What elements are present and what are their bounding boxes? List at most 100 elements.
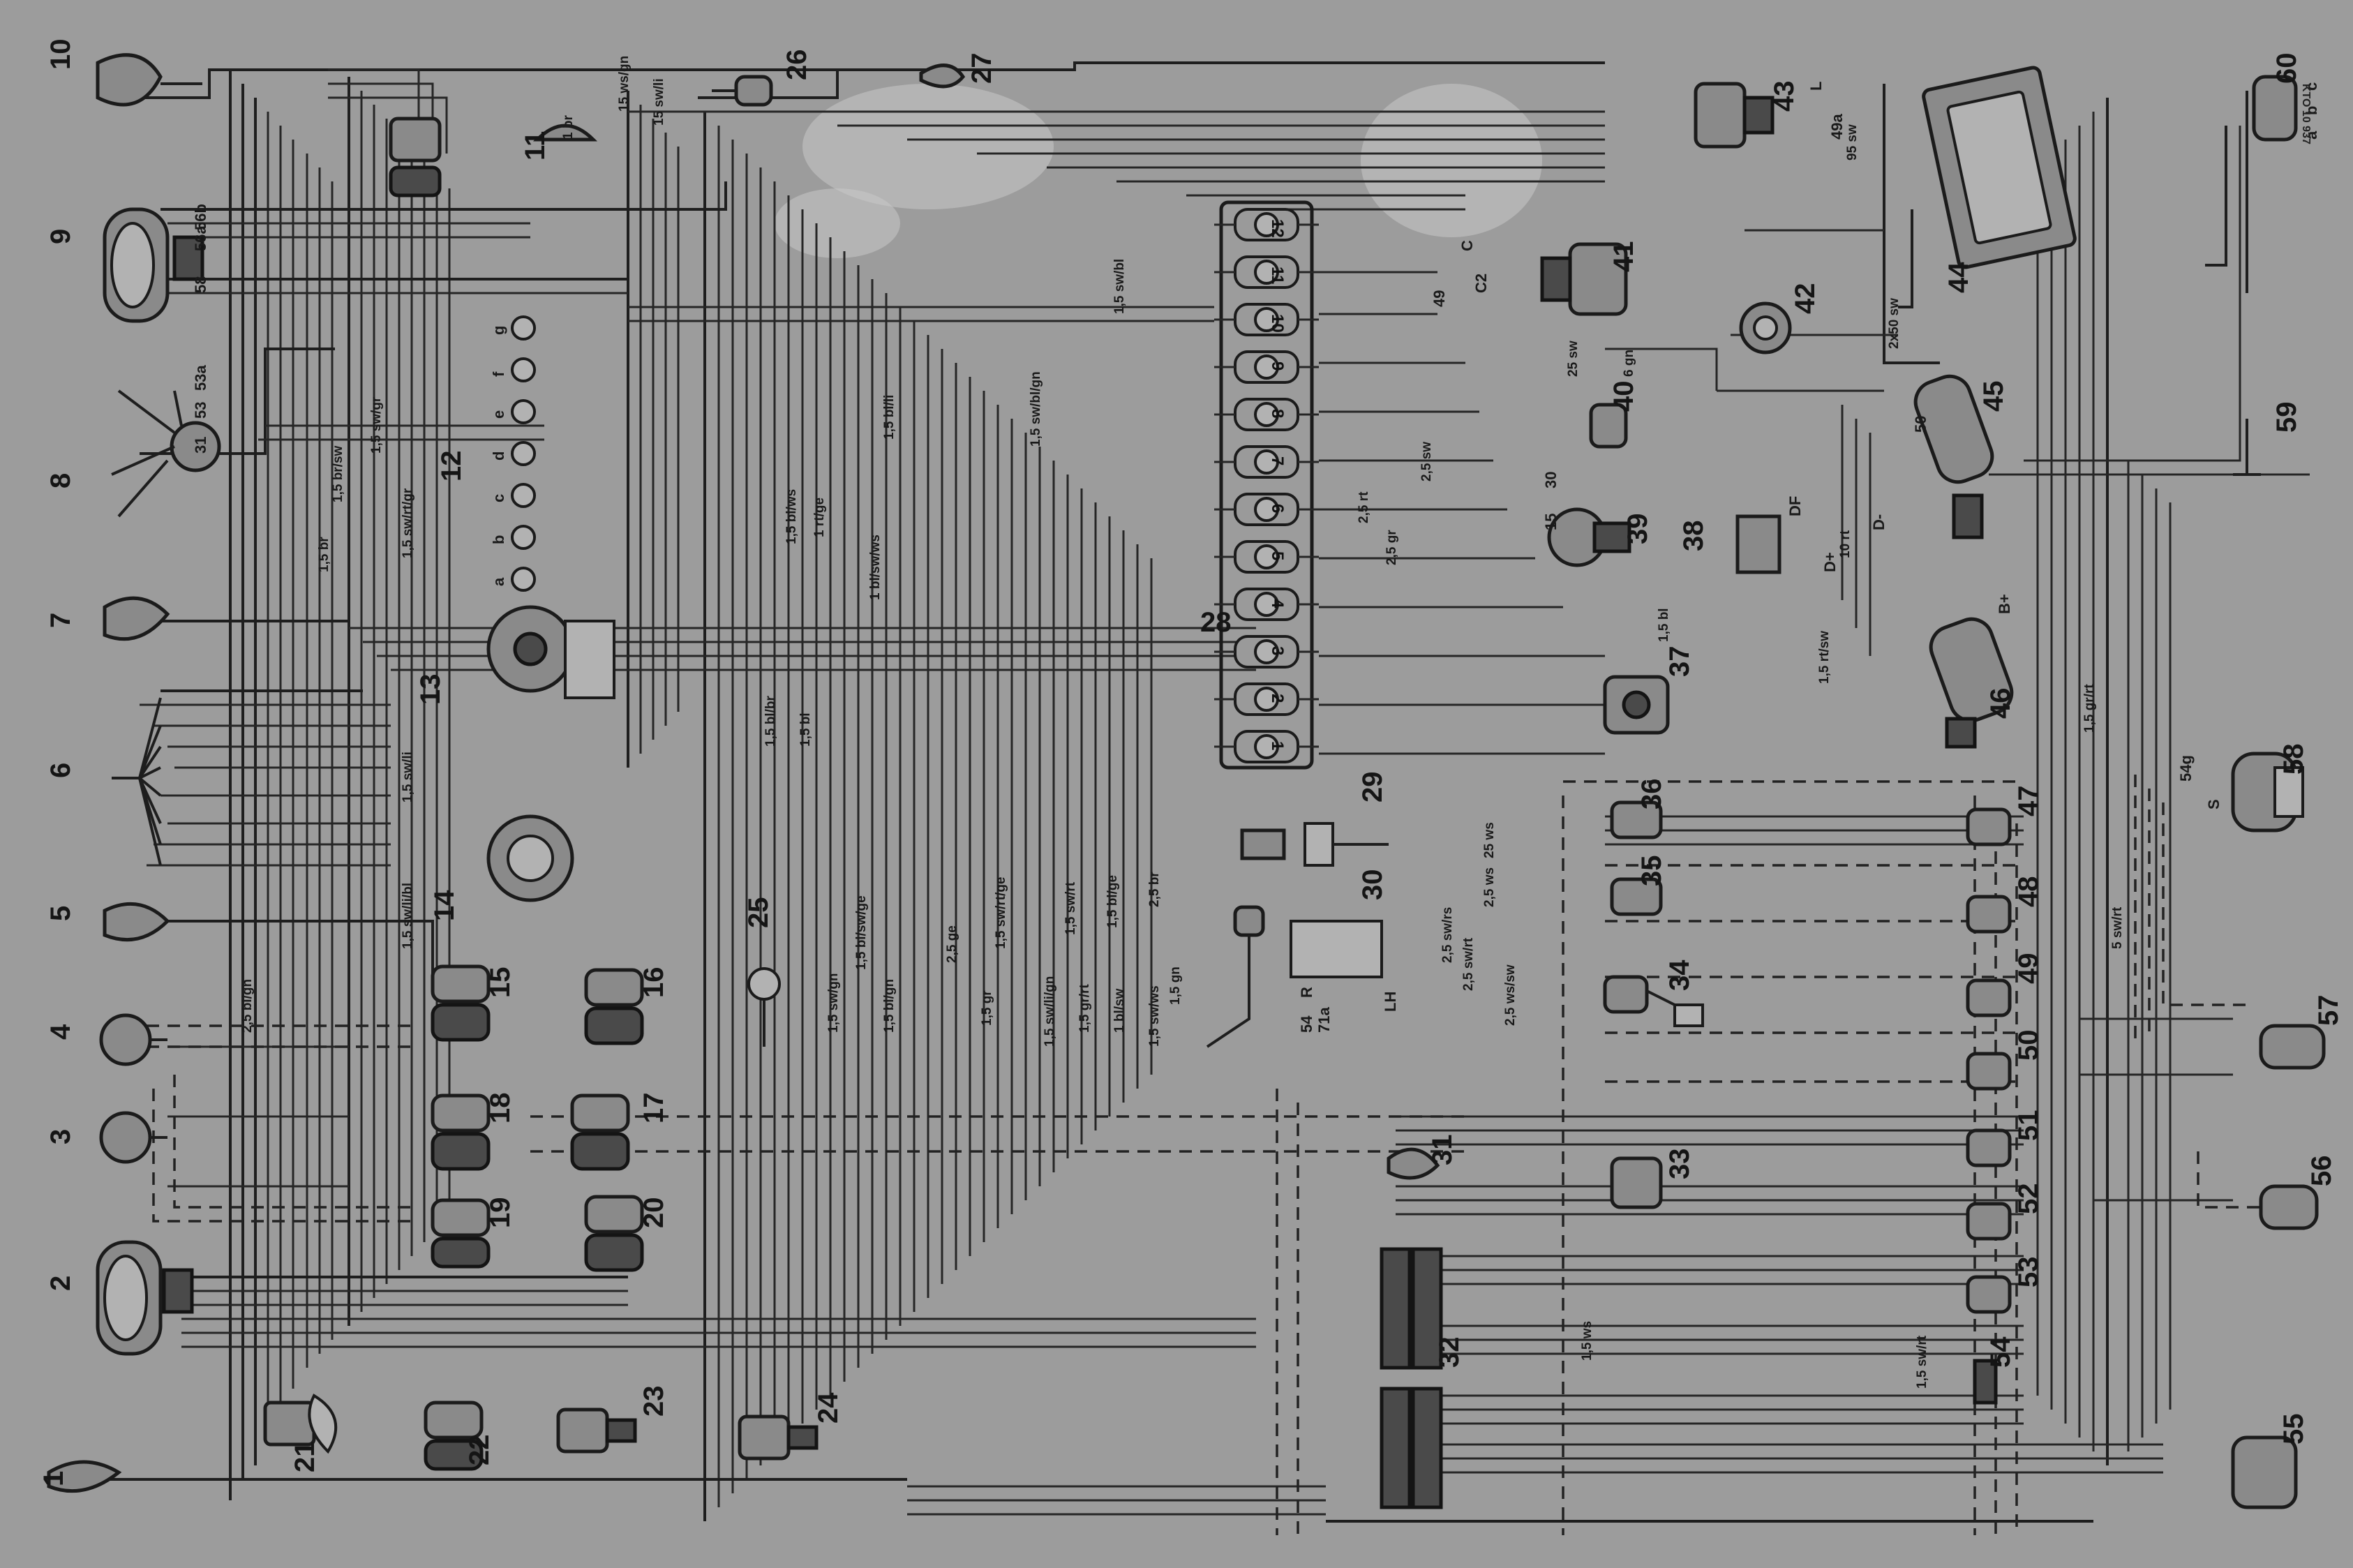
wire-label: 1,5 bl: [798, 712, 813, 747]
fuse-cap: [1254, 354, 1279, 380]
component-number: 51: [2013, 1110, 2044, 1142]
fuse-number: 2: [1268, 694, 1287, 703]
wire-label: 6 gn: [1622, 350, 1636, 377]
fuse-number: 3: [1268, 646, 1287, 655]
component-terminal-block-32: [1380, 1247, 1443, 1509]
fuse-number: 9: [1268, 361, 1287, 371]
component-number: 48: [2013, 876, 2044, 908]
component-number: 43: [1769, 81, 1800, 112]
component-number: 1: [38, 1471, 69, 1486]
component-number: 56: [2306, 1156, 2337, 1187]
terminal-label: 56b: [192, 204, 209, 230]
wire-label: 1,5 gr/rt: [1077, 984, 1092, 1033]
component-number: 12: [436, 451, 467, 482]
wire-label: 1,5 gr: [980, 990, 994, 1026]
component-number: 8: [45, 473, 76, 488]
component-horn-5: [103, 902, 170, 942]
fuse-number: 8: [1268, 409, 1287, 418]
terminal-label: 53: [192, 402, 209, 419]
component-pump-37: [1603, 675, 1670, 735]
component-number: 45: [1978, 381, 2009, 412]
wire-label: 1,5 bl: [1657, 608, 1671, 642]
component-number: 44: [1943, 262, 1974, 293]
fuse-cap: [1254, 449, 1279, 475]
component-relay-11: [532, 124, 598, 142]
component-number: 17: [638, 1093, 669, 1124]
fuse-number: 4: [1268, 599, 1287, 608]
fuse-cap: [1254, 592, 1279, 617]
component-gauge-58: [2231, 752, 2304, 832]
fuse-cap: [1254, 687, 1279, 712]
component-lamp-26: [712, 75, 773, 107]
wire-label: 1,5 rt/sw: [1817, 631, 1832, 684]
component-starter-45: [1913, 374, 1994, 539]
component-number: 20: [638, 1197, 669, 1229]
terminal-label: 50: [1912, 416, 1929, 433]
wire-label: 2,5 ge: [945, 925, 959, 963]
component-ground-59: [2233, 419, 2261, 476]
component-relay-33: [1610, 1156, 1663, 1209]
component-number: 42: [1790, 283, 1821, 315]
component-lamp-56: [2259, 1184, 2319, 1230]
wire-label: 1,5 bl/br: [763, 696, 778, 747]
wire-label: 25 sw: [1566, 341, 1581, 377]
paper-smudge: [1361, 84, 1542, 237]
terminal-label: 56a: [192, 225, 209, 251]
fuse-cap: [1254, 260, 1279, 285]
component-ignition-switch-39: [1547, 507, 1631, 567]
component-number: 39: [1622, 514, 1653, 545]
terminal-label: D-: [1870, 514, 1888, 530]
component-fog-lamp-3: [99, 1111, 167, 1164]
component-sensor-31: [1387, 1147, 1440, 1180]
bulb-letter: d: [490, 451, 507, 461]
fuse-cap: [1254, 734, 1279, 759]
wire-label: 1,5 bl/ge: [1105, 875, 1120, 928]
bulb-letter: b: [490, 535, 507, 544]
wire-label: 1,5 ws: [1580, 1321, 1594, 1361]
terminal-label: 15: [1542, 514, 1560, 530]
wire-label: 1,5 bl/gn: [882, 979, 897, 1033]
component-number: 9: [45, 229, 76, 244]
wire-label: 2,5 br: [1147, 872, 1162, 907]
wire-label: 5 sw/rt: [2110, 906, 2125, 949]
component-fog-lamp-4: [99, 1013, 167, 1066]
component-headlamp-2: [96, 1240, 194, 1356]
component-switch-35: [1610, 877, 1663, 916]
optional-dashed-wires: [147, 775, 2275, 1535]
wire-label: 1 br: [561, 115, 576, 140]
wire-label: 2,5 bl/gn: [240, 979, 255, 1033]
component-switch-27: [919, 64, 966, 89]
wire-label: 1,5 sw/gn: [826, 973, 841, 1033]
component-number: 54: [1985, 1336, 2016, 1368]
component-number: 46: [1985, 688, 2016, 719]
component-switch-24: [738, 1414, 819, 1461]
bulb-letter: f: [490, 371, 507, 377]
terminal-label: 54: [1298, 1015, 1315, 1033]
wire-label: 1,5 sw/rt: [1915, 1335, 1929, 1389]
wire-label: 15 sw/li: [652, 78, 666, 126]
terminal-label: R: [1298, 987, 1315, 998]
component-number: 34: [1664, 960, 1695, 991]
fuse-number: 1: [1268, 741, 1287, 750]
fuse-number: 11: [1268, 267, 1287, 284]
component-number: 2: [45, 1276, 76, 1291]
component-switch-34: [1603, 975, 1704, 1027]
component-number: 41: [1608, 241, 1639, 273]
component-instrument-13: [486, 605, 615, 699]
component-gauge-14: [486, 814, 574, 902]
component-number: 5: [45, 906, 76, 921]
socket-letter: a: [2303, 130, 2320, 140]
component-terminal-54: [1973, 1359, 1998, 1405]
component-headlamp-9: [103, 207, 204, 323]
wire-label: 1,5 sw/rt/ge: [994, 877, 1008, 950]
component-number: 33: [1664, 1149, 1695, 1180]
wire-label: 1,5 bl/ws: [784, 489, 799, 544]
wire-label: 2,5 sw/rs: [1440, 907, 1455, 963]
fuse-cap: [1254, 639, 1279, 664]
component-number: 32: [1434, 1337, 1465, 1368]
component-number: 25: [743, 897, 774, 929]
wire-label: 25 ws: [1482, 822, 1497, 858]
component-number: 52: [2013, 1184, 2044, 1215]
